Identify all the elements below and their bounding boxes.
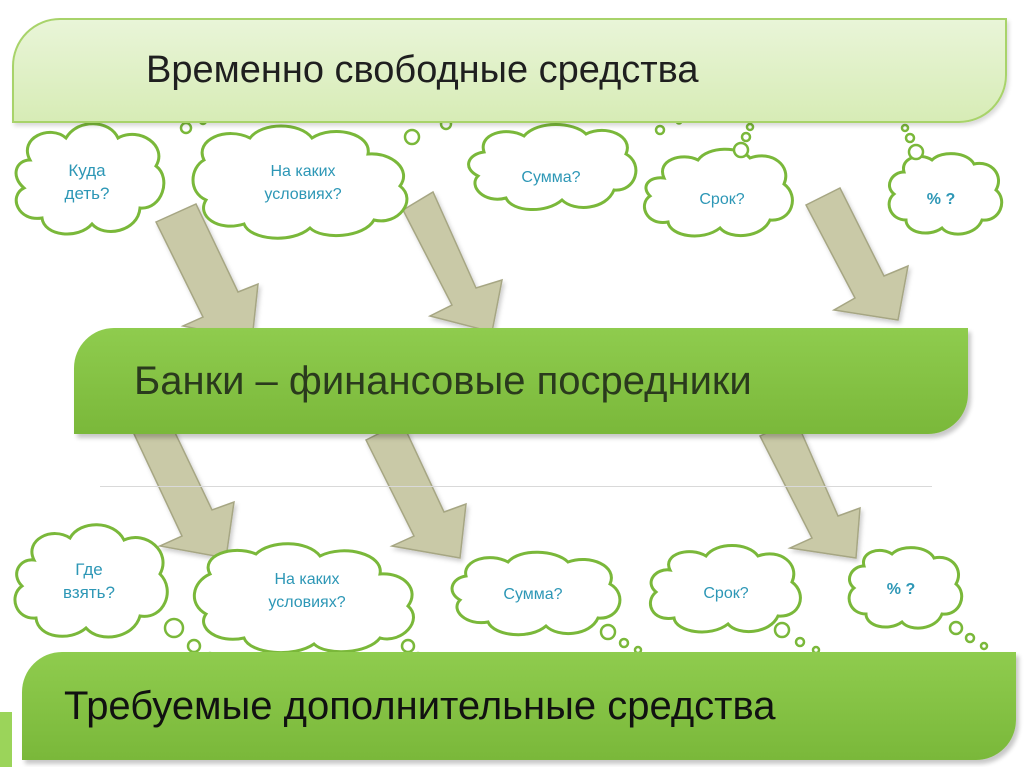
cloud-label-conditions-bottom: На каких условиях? (268, 571, 346, 611)
cloud-3-top (467, 123, 638, 212)
cloud-3-bottom (450, 550, 622, 637)
divider-line (100, 486, 932, 487)
middle-banner: Банки – финансовые посредники (74, 328, 968, 434)
cloud-label-term-top: Срок? (699, 191, 745, 208)
arrow-3-top (804, 186, 909, 321)
cloud-1-bottom (13, 523, 169, 639)
cloud-4-top (643, 147, 794, 238)
arrow-2-top (402, 190, 503, 333)
cloud-label-percent-top: % ? (926, 191, 956, 208)
cloud-1-top (14, 122, 166, 236)
cloud-label-term-bottom: Срок? (703, 585, 749, 602)
cloud-5-bottom (847, 546, 964, 630)
left-accent-bar (0, 712, 12, 767)
bottom-banner: Требуемые дополнительные средства (22, 652, 1016, 760)
middle-banner-title: Банки – финансовые посредники (134, 358, 752, 403)
cloud-label-sum-top: Сумма? (521, 169, 581, 186)
cloud-label-percent-bottom: % ? (886, 581, 916, 598)
cloud-label-conditions-top: На каких условиях? (264, 163, 342, 203)
cloud-2-top (191, 124, 409, 240)
cloud-4-bottom (649, 544, 802, 634)
cloud-5-top (887, 152, 1004, 236)
arrow-2-bottom (364, 420, 467, 559)
cloud-2-bottom (193, 542, 415, 655)
arrow-3-bottom (758, 419, 861, 559)
top-banner: Временно свободные средства (12, 18, 1007, 123)
cloud-label-where-to-put: Куда деть? (64, 161, 110, 203)
arrow-1-top (154, 203, 259, 341)
top-banner-title: Временно свободные средства (146, 49, 699, 91)
cloud-label-where-to-get: Где взять? (63, 560, 115, 602)
bottom-banner-title: Требуемые дополнительные средства (64, 683, 776, 728)
cloud-label-sum-bottom: Сумма? (503, 586, 563, 603)
arrow-1-bottom (133, 417, 235, 559)
